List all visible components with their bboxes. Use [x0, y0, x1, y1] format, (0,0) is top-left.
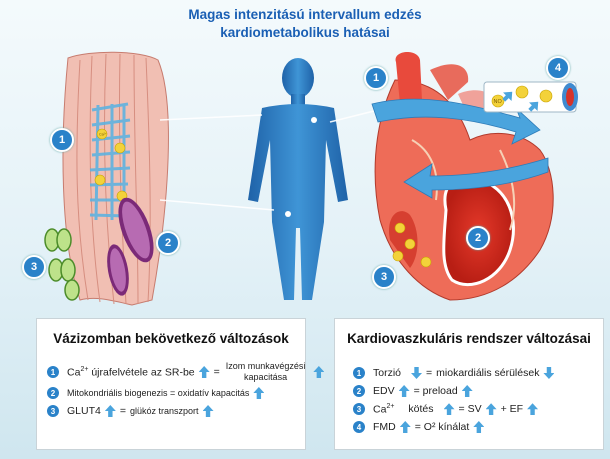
arrow-up-icon	[473, 421, 485, 433]
muscle-callout-2: 2	[156, 231, 180, 255]
muscle-row-2: 2 Mitokondriális biogenezis = oxidatív k…	[47, 387, 268, 399]
muscle-callout-1: 1	[50, 128, 74, 152]
illustration: Ca²⁺	[44, 51, 578, 306]
row-number: 1	[353, 367, 365, 379]
blood-vessel: NO	[483, 81, 578, 113]
row-number: 2	[47, 387, 59, 399]
row-result: = O² kínálat	[414, 421, 470, 433]
mitochondria	[107, 197, 154, 296]
glut4-transporters	[44, 228, 80, 301]
row-text: Ca2+	[373, 403, 395, 416]
muscle-callout-3: 3	[22, 255, 46, 279]
human-body-icon	[248, 58, 348, 300]
arrow-up-icon	[313, 366, 325, 378]
vessel-callout-4: 4	[546, 56, 570, 80]
cardio-row-2: 2 EDV = preload	[353, 385, 477, 397]
torsion-arrows	[371, 98, 549, 199]
no-molecule-label: NO	[494, 99, 503, 105]
arrow-up-icon	[527, 403, 539, 416]
row-number: 3	[353, 403, 365, 416]
heart-callout-3: 3	[372, 265, 396, 289]
arrow-up-icon	[461, 385, 473, 397]
row-result: = preload	[413, 385, 458, 397]
arrow-up-icon	[399, 421, 411, 433]
title-line-1: Magas intenzitású intervallum edzés	[188, 7, 422, 22]
row-text: FMD	[373, 421, 396, 433]
row-result: miokardiális sérülések	[436, 367, 540, 379]
row-text: Ca2+ újrafelvétele az SR-be	[67, 365, 195, 379]
cardio-row-4: 4 FMD = O² kínálat	[353, 421, 488, 433]
row-text: Mitokondriális biogenezis = oxidatív kap…	[67, 388, 250, 398]
heart-callout-2: 2	[466, 226, 490, 250]
equals-sign: =	[426, 367, 433, 379]
arrow-up-icon	[253, 387, 265, 399]
arrow-up-icon	[398, 385, 410, 397]
arrow-up-icon	[198, 366, 210, 378]
muscle-row-3: 3 GLUT4 = glükóz transzport	[47, 405, 218, 417]
row-text: EDV	[373, 385, 395, 397]
row-number: 3	[47, 405, 59, 417]
muscle-changes-panel: Vázizomban bekövetkező változások 1 Ca2+…	[36, 318, 325, 450]
arrow-down-icon	[411, 367, 423, 379]
cardio-changes-panel: Kardiovaszkuláris rendszer változásai 1 …	[334, 318, 604, 450]
row-result: glükóz transzport	[129, 406, 199, 416]
muscle-panel-heading: Vázizomban bekövetkező változások	[53, 331, 289, 346]
row-text: Torzió	[373, 367, 402, 379]
row-number: 2	[353, 385, 365, 397]
equals-sign: =	[119, 405, 126, 417]
row-text: GLUT4	[67, 405, 101, 417]
row-result-2: + EF	[500, 403, 524, 416]
cardio-panel-heading: Kardiovaszkuláris rendszer változásai	[347, 331, 591, 346]
arrow-up-icon	[104, 405, 116, 417]
ca-ion-label: Ca²⁺	[99, 133, 107, 137]
row-text-2: kötés	[408, 403, 434, 416]
cardio-row-1: 1 Torzió = miokardiális sérülések	[353, 367, 558, 379]
title-line-2: kardiometabolikus hatásai	[220, 25, 390, 40]
heart-callout-1: 1	[364, 66, 388, 90]
arrow-up-icon	[202, 405, 214, 417]
row-number: 4	[353, 421, 365, 433]
muscle-row-1: 1 Ca2+ újrafelvétele az SR-be = Izom mun…	[47, 361, 328, 383]
equals-sign: =	[213, 366, 220, 378]
row-result: = SV	[458, 403, 482, 416]
cardio-row-3: 3 Ca2+ kötés = SV + EF	[353, 403, 542, 416]
muscle-fiber: Ca²⁺	[44, 51, 169, 306]
arrow-up-icon	[485, 403, 497, 416]
arrow-down-icon	[543, 367, 555, 379]
arrow-up-icon	[443, 403, 455, 416]
figure-title: Magas intenzitású intervallum edzés kard…	[120, 6, 490, 42]
row-number: 1	[47, 366, 59, 378]
